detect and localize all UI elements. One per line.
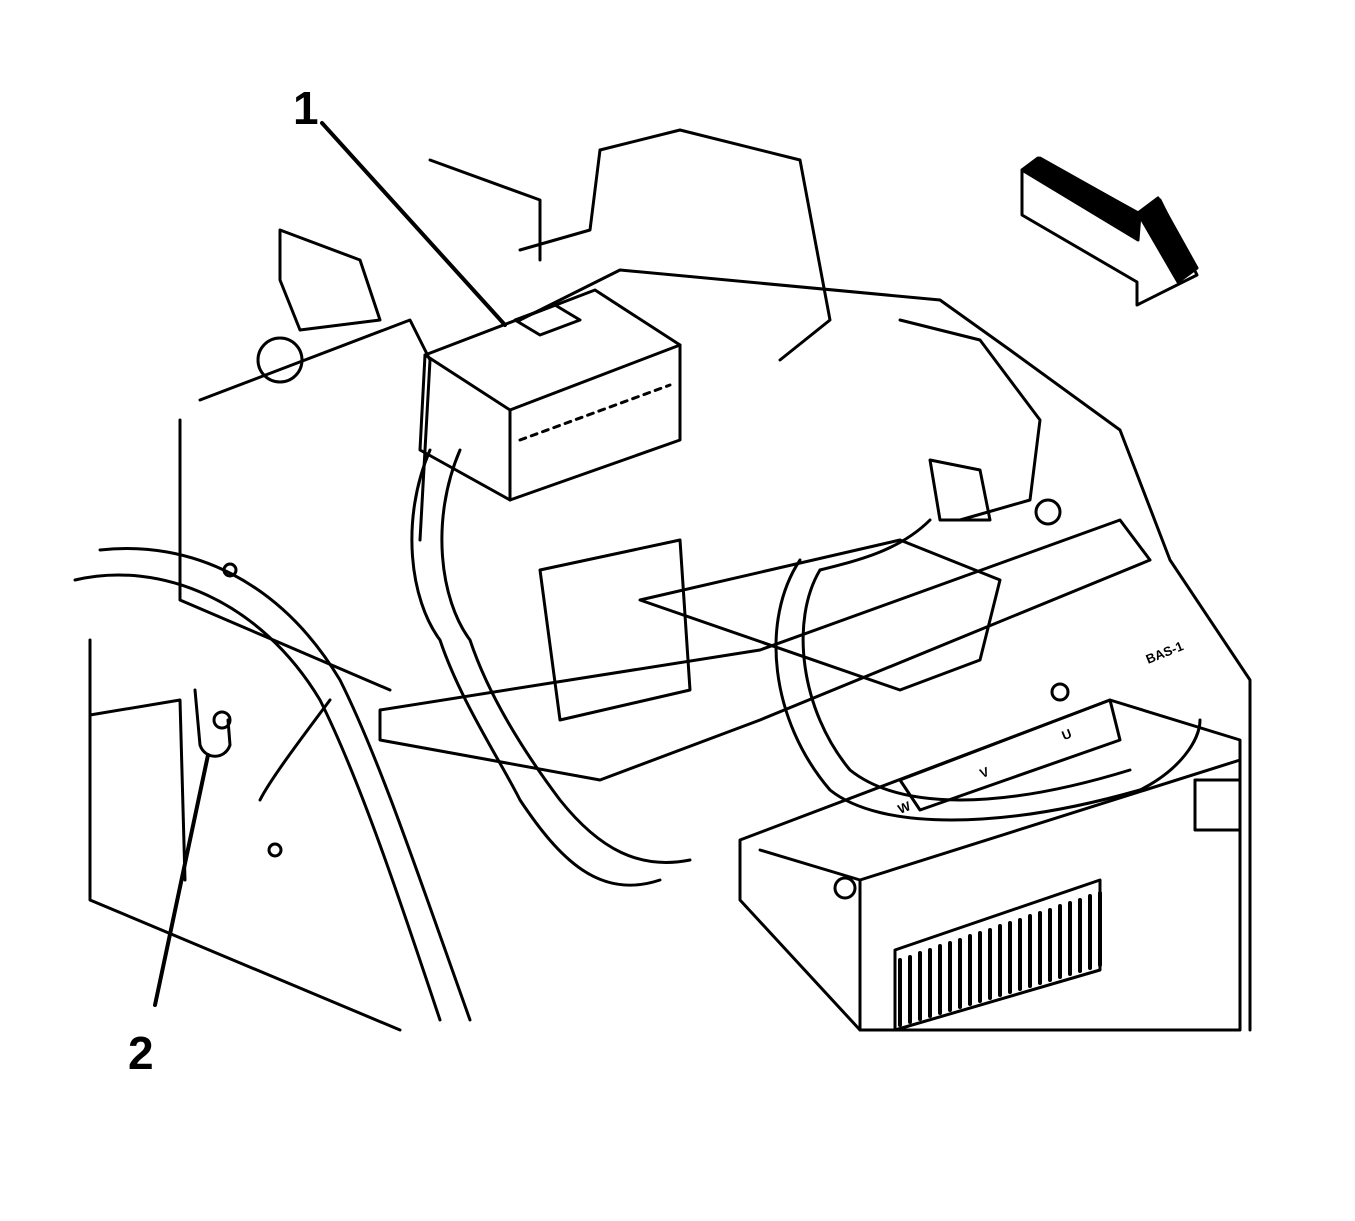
- front-direction-arrow-icon: [1020, 156, 1199, 307]
- mounting-bracket: [378, 518, 1152, 782]
- leader-line-1: [320, 121, 507, 327]
- callout-label-1: 1: [293, 82, 319, 134]
- power-module-box: [738, 698, 1242, 1032]
- ground-strap-2: [193, 688, 232, 758]
- barcode: [898, 891, 1102, 1027]
- engine-compartment-outline: [88, 128, 1252, 1032]
- module-1-junction-block: [418, 288, 682, 502]
- wiring-harness: [73, 448, 1202, 1022]
- callout-label-2: 2: [128, 1027, 154, 1079]
- callout-leader-lines: [153, 121, 507, 1007]
- leader-line-2: [153, 753, 210, 1007]
